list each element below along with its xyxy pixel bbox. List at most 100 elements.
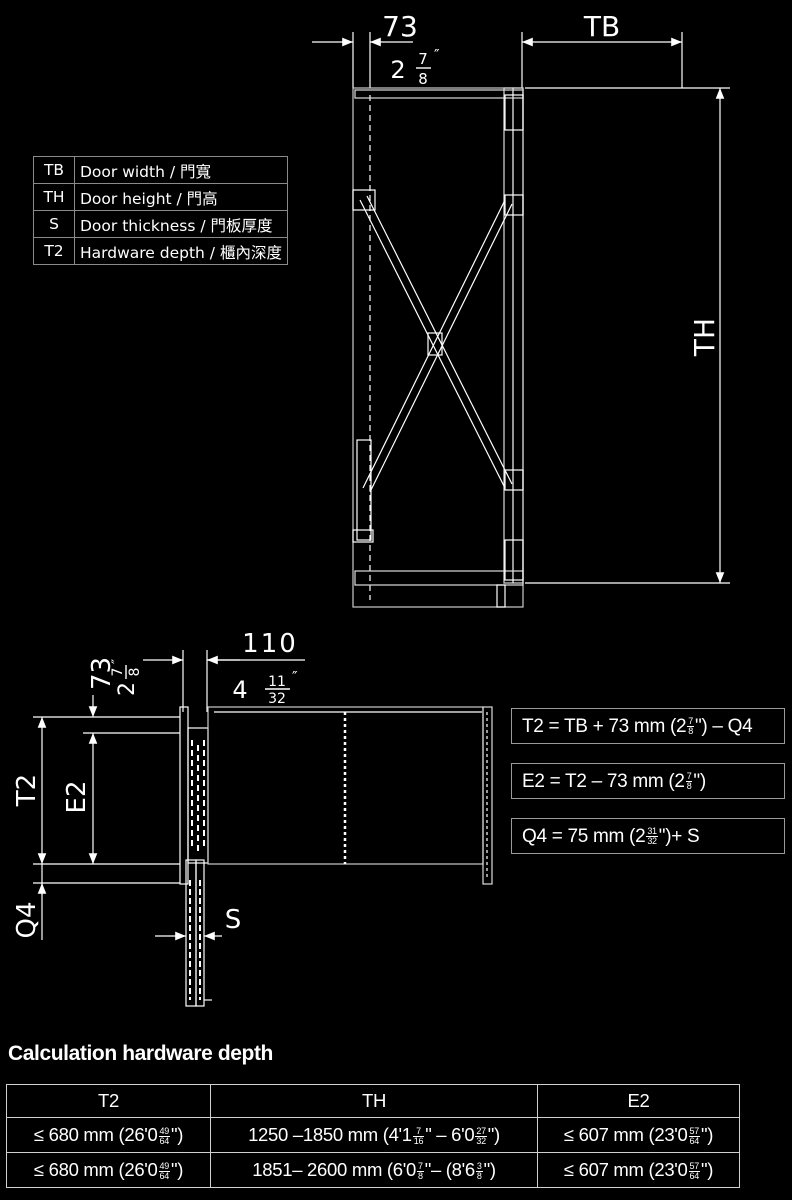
top-dim-73-label: 73 <box>382 10 418 43</box>
legend-label: Hardware depth / 櫃內深度 <box>74 237 288 265</box>
fraction-denominator: 32 <box>647 836 657 847</box>
side-dim-inch-mark: ″ <box>292 668 298 686</box>
fraction-denominator: 32 <box>476 1135 486 1146</box>
fraction-denominator: 8 <box>688 726 693 737</box>
formula-text: ")+ S <box>658 826 700 847</box>
cell-text: ≤ 680 mm (26'0 <box>33 1159 158 1180</box>
fraction-numerator: 31 <box>646 826 658 838</box>
cell-text: ") <box>700 1124 714 1145</box>
cell-text: ") <box>170 1124 184 1145</box>
side-dim-73-inch-den: 8 <box>127 668 143 677</box>
side-dim-73-label: 73 <box>87 657 117 690</box>
formula-text: ") – Q4 <box>694 716 753 737</box>
top-dim-73-inch-den: 8 <box>418 70 428 88</box>
front-view-drawing: 73 2 7 8 ″ TB TH <box>312 10 730 608</box>
cell-text: 1250 –1850 mm (4'1 <box>248 1124 412 1145</box>
table-header-row: T2 TH E2 <box>6 1084 740 1118</box>
side-dim-110-inch-whole: 4 <box>232 676 247 704</box>
side-label-t2: T2 <box>12 774 42 807</box>
fraction-numerator: 57 <box>688 1160 700 1172</box>
fraction-denominator: 64 <box>159 1170 170 1181</box>
cell-text: ≤ 680 mm (26'0 <box>33 1124 158 1145</box>
formula-text: Q4 = 75 mm (2 <box>522 826 646 847</box>
fraction-numerator: 27 <box>475 1125 487 1137</box>
formula-text: E2 = T2 – 73 mm (2 <box>522 771 685 792</box>
cell-text: 1851– 2600 mm (6'0 <box>252 1159 416 1180</box>
side-label-q4: Q4 <box>12 901 42 938</box>
cell-text: ") <box>483 1159 496 1180</box>
formula-text: ") <box>693 771 706 792</box>
fraction-numerator: 49 <box>158 1125 170 1137</box>
fraction-numerator: 7 <box>687 716 694 728</box>
fraction-numerator: 7 <box>412 1126 425 1137</box>
fraction-denominator: 8 <box>417 1170 423 1181</box>
top-dim-th-label: TH <box>688 318 721 357</box>
formula-text: T2 = TB + 73 mm (2 <box>522 716 687 737</box>
fraction-denominator: 8 <box>686 781 692 792</box>
side-dim-110-label: 110 <box>242 629 298 659</box>
legend-label: Door thickness / 門板厚度 <box>74 210 288 238</box>
side-dim-73-inch-num: 7 <box>110 668 126 677</box>
legend-label: Door width / 門寬 <box>74 156 288 184</box>
calculation-heading: Calculation hardware depth <box>8 1042 273 1065</box>
legend-code: T2 <box>33 237 75 265</box>
side-label-s: S <box>225 905 242 935</box>
fraction-denominator: 64 <box>689 1170 700 1181</box>
fraction-numerator: 3 <box>475 1160 483 1172</box>
legend-code: TB <box>33 156 75 184</box>
fraction-numerator: 57 <box>688 1125 700 1137</box>
cell-text: ≤ 607 mm (23'0 <box>563 1124 688 1145</box>
side-label-e2: E2 <box>62 781 92 814</box>
cell-text: ") <box>170 1159 184 1180</box>
column-header-t2: T2 <box>6 1084 211 1118</box>
top-dim-73-inch-whole: 2 <box>390 56 405 84</box>
top-dim-inch-mark: ″ <box>434 46 440 64</box>
cell-text: ≤ 607 mm (23'0 <box>563 1159 688 1180</box>
fraction-numerator: 7 <box>416 1160 424 1172</box>
cell-text: "– (8'6 <box>424 1159 475 1180</box>
fraction-denominator: 64 <box>689 1135 700 1146</box>
legend-code: TH <box>33 183 75 211</box>
column-header-th: TH <box>210 1084 538 1118</box>
cell-text: ") <box>700 1159 714 1180</box>
cell-text: ") <box>487 1124 500 1145</box>
fraction-numerator: 49 <box>158 1160 170 1172</box>
side-dim-110-inch-den: 32 <box>268 691 286 707</box>
side-dim-73-inch-mark: ″ <box>110 659 126 664</box>
top-dim-73-inch-num: 7 <box>418 50 428 68</box>
side-view-drawing: 110 4 11 32 ″ 73 2 7 8 ″ T2 E2 Q4 S <box>12 629 493 1007</box>
fraction-numerator: 7 <box>685 771 693 783</box>
cell-text: " – 6'0 <box>425 1124 475 1145</box>
side-dim-73-inch-whole: 2 <box>115 682 140 696</box>
fraction-denominator: 64 <box>159 1135 170 1146</box>
column-header-e2: E2 <box>537 1084 740 1118</box>
side-dim-110-inch-num: 11 <box>268 674 286 690</box>
top-dim-tb-label: TB <box>583 10 620 43</box>
fraction-denominator: 8 <box>476 1170 482 1181</box>
